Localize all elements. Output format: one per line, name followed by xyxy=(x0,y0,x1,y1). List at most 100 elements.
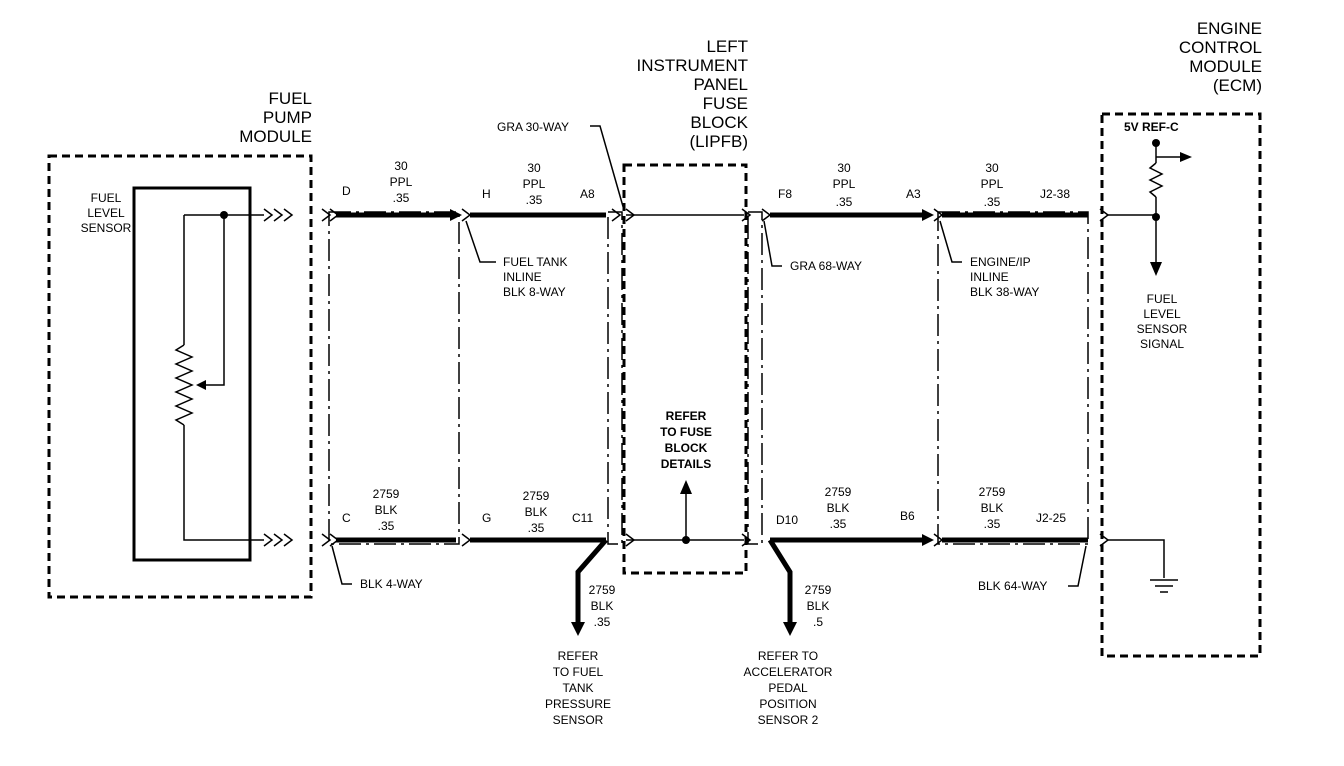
variable-resistor-icon xyxy=(174,211,264,541)
ecm-ref-label: 5V REF-C xyxy=(1124,120,1179,134)
connector-label: ENGINE/IP xyxy=(970,255,1031,269)
lipfb-title: LEFT INSTRUMENT PANEL FUSE BLOCK (LIPFB) xyxy=(637,37,749,151)
pin-label: J2-38 xyxy=(1040,187,1070,201)
label-line: SENSOR xyxy=(1137,322,1188,336)
wire-label-line: 2759 xyxy=(825,485,852,499)
wire-label-line: .35 xyxy=(526,193,543,207)
pin-labels: D H A8 F8 A3 J2-38 C G C11 D10 B6 J2-25 xyxy=(342,184,1070,527)
wire-label-line: .35 xyxy=(984,517,1001,531)
wire-label-line: .35 xyxy=(393,191,410,205)
pin-label: A8 xyxy=(580,187,595,201)
label-line: FUEL xyxy=(1147,292,1178,306)
label-line: PRESSURE xyxy=(545,697,611,711)
pin-label: H xyxy=(482,187,491,201)
wire-label-line: .35 xyxy=(378,519,395,533)
wire-label-line: PPL xyxy=(523,177,546,191)
wire-label-line: BLK xyxy=(525,505,548,519)
wire-label-bot4: 2759 BLK .35 xyxy=(979,485,1006,531)
connector-label: INLINE xyxy=(970,270,1009,284)
pin-label: A3 xyxy=(906,187,921,201)
top-wires xyxy=(321,208,1156,222)
pin-label: F8 xyxy=(778,187,792,201)
title-line: PANEL xyxy=(694,75,749,94)
wire-label-down-right: 2759 BLK .5 xyxy=(805,583,832,629)
title-line: MODULE xyxy=(1189,57,1262,76)
wire-label-line: 30 xyxy=(394,159,408,173)
pin-label: B6 xyxy=(900,509,915,523)
wire-label-down-left: 2759 BLK .35 xyxy=(589,583,616,629)
wire-label-bot3: 2759 BLK .35 xyxy=(825,485,852,531)
connector-callout-gra68: GRA 68-WAY xyxy=(763,220,862,273)
pin-label: C11 xyxy=(572,511,593,525)
title-line: ENGINE xyxy=(1197,19,1262,38)
connector-label: GRA 68-WAY xyxy=(790,259,862,273)
pin-label: G xyxy=(482,511,491,525)
label-line: REFER xyxy=(666,409,707,423)
label-line: FUEL xyxy=(91,191,122,205)
wire-label-line: 2759 xyxy=(805,583,832,597)
label-line: TANK xyxy=(562,681,593,695)
fuel-pump-module-box xyxy=(47,154,313,599)
lipfb-box xyxy=(622,163,748,575)
wire-label-top2: 30 PPL .35 xyxy=(523,161,546,207)
title-line: PUMP xyxy=(263,108,312,127)
connector-callout-gra30: GRA 30-WAY xyxy=(497,120,625,211)
connector-label: BLK 8-WAY xyxy=(503,285,566,299)
title-line: FUSE xyxy=(703,94,748,113)
wire-label-line: BLK xyxy=(827,501,850,515)
wire-label-line: PPL xyxy=(833,177,856,191)
wire-label-line: 30 xyxy=(985,161,999,175)
title-line: BLOCK xyxy=(690,113,748,132)
wire-label-line: 2759 xyxy=(979,485,1006,499)
wire-label-line: BLK xyxy=(981,501,1004,515)
connector-label: BLK 4-WAY xyxy=(360,577,423,591)
fuel-level-sensor-box xyxy=(132,186,252,562)
label-line: REFER TO xyxy=(758,649,818,663)
label-line: POSITION xyxy=(759,697,816,711)
label-line: PEDAL xyxy=(768,681,808,695)
wire-label-line: 2759 xyxy=(373,487,400,501)
wire-label-line: BLK xyxy=(591,599,614,613)
label-line: LEVEL xyxy=(87,206,125,220)
pin-label: D10 xyxy=(776,513,798,527)
connector-callout-engine-ip-inline: ENGINE/IP INLINE BLK 38-WAY xyxy=(939,220,1039,299)
title-line: INSTRUMENT xyxy=(637,56,748,75)
pin-label: J2-25 xyxy=(1036,511,1066,525)
connector-label: INLINE xyxy=(503,270,542,284)
ground-icon xyxy=(1150,579,1178,593)
fuel-pump-module-title: FUEL PUMP MODULE xyxy=(239,89,312,146)
pump-module-pin-arrows-icon xyxy=(263,208,294,547)
wire-label-line: .35 xyxy=(528,521,545,535)
wire-label-top4: 30 PPL .35 xyxy=(981,161,1004,209)
connector-callout-fuel-tank-inline: FUEL TANK INLINE BLK 8-WAY xyxy=(465,220,567,299)
connector-label: FUEL TANK xyxy=(503,255,567,269)
connector-callout-blk4: BLK 4-WAY xyxy=(331,545,423,591)
title-line: MODULE xyxy=(239,127,312,146)
title-line: CONTROL xyxy=(1179,38,1262,57)
wire-label-top3: 30 PPL .35 xyxy=(833,161,856,209)
wire-label-line: .35 xyxy=(830,517,847,531)
label-line: SIGNAL xyxy=(1140,337,1184,351)
label-line: ACCELERATOR xyxy=(744,665,833,679)
connector-label: BLK 38-WAY xyxy=(970,285,1039,299)
label-line: SENSOR xyxy=(553,713,604,727)
label-line: LEVEL xyxy=(1143,307,1181,321)
label-line: SENSOR xyxy=(81,221,132,235)
wire-label-line: 30 xyxy=(527,161,541,175)
ecm-internal-circuit xyxy=(1148,139,1192,276)
refer-fuel-tank-pressure-label: REFER TO FUEL TANK PRESSURE SENSOR xyxy=(545,649,611,727)
wire-label-top1: 30 PPL .35 xyxy=(390,159,413,205)
fuse-block-splice xyxy=(680,480,692,544)
connector-label: GRA 30-WAY xyxy=(497,120,569,134)
connector-callout-blk64: BLK 64-WAY xyxy=(978,545,1087,593)
connector-label: BLK 64-WAY xyxy=(978,579,1047,593)
wire-label-bot1: 2759 BLK .35 xyxy=(373,487,400,533)
wire-label-line: PPL xyxy=(390,175,413,189)
title-line: (ECM) xyxy=(1213,76,1262,95)
label-line: REFER xyxy=(558,649,599,663)
wire-label-line: .35 xyxy=(836,195,853,209)
ecm-title: ENGINE CONTROL MODULE (ECM) xyxy=(1179,19,1262,95)
label-line: TO FUEL xyxy=(553,665,604,679)
ecm-signal-label: FUEL LEVEL SENSOR SIGNAL xyxy=(1137,292,1188,351)
